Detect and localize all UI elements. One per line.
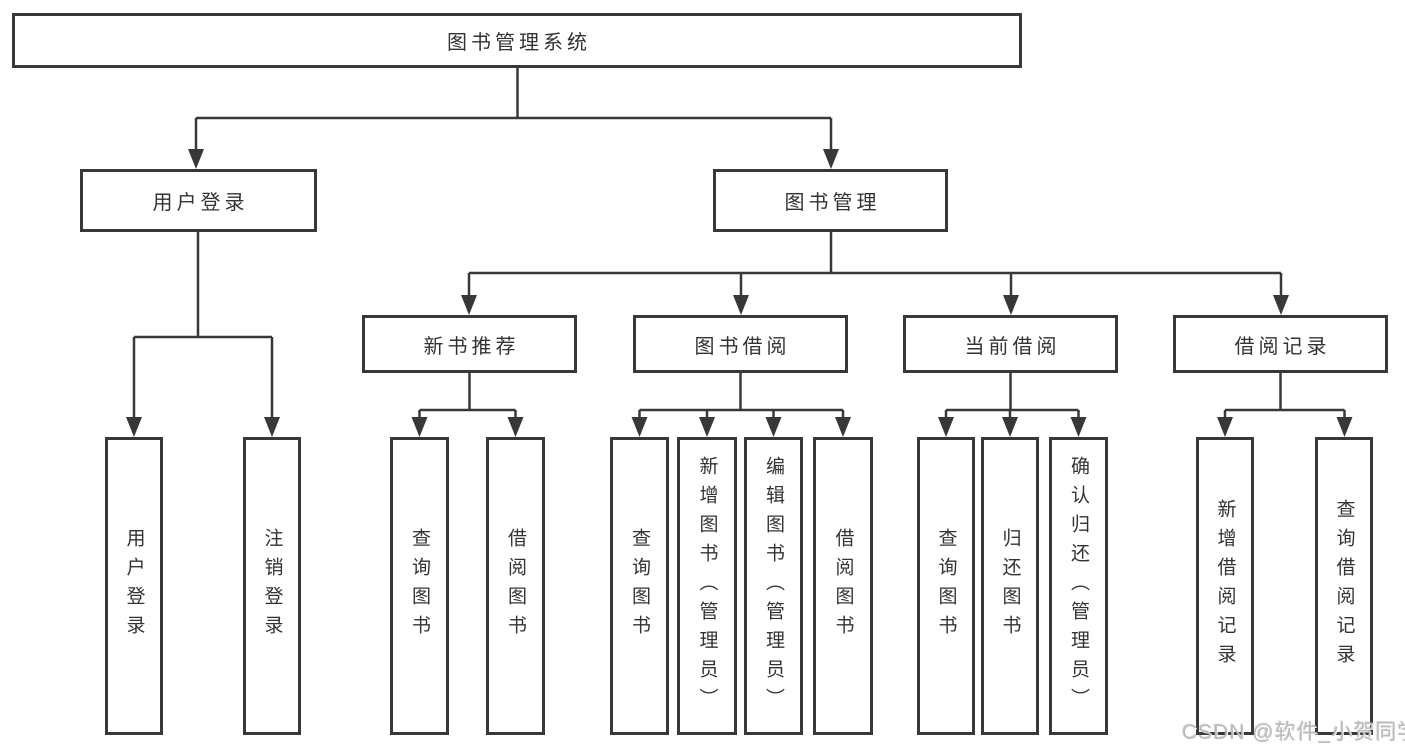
node-root-label: 图书管理系统: [447, 32, 591, 54]
node-leaf-cb-query-books: 查询图书: [917, 437, 975, 735]
node-leaf-br-query-record-label: 查询借阅记录: [1333, 499, 1355, 673]
node-current-borrowing-label: 当前借阅: [964, 335, 1061, 358]
connector-lines: [132, 68, 1346, 423]
node-borrowing-records-label: 借阅记录: [1234, 335, 1331, 358]
node-book-borrowing: 图书借阅: [633, 315, 848, 373]
node-new-book-recommendation-label: 新书推荐: [423, 335, 520, 358]
node-leaf-bb-query-books-label: 查询图书: [629, 528, 650, 644]
node-user-login: 用户登录: [80, 169, 317, 232]
node-leaf-bb-edit-books-admin-label: 编辑图书（管理员）: [763, 455, 784, 717]
node-user-login-label: 用户登录: [152, 192, 249, 214]
node-leaf-cb-confirm-return-admin-label: 确认归还（管理员）: [1068, 455, 1089, 717]
node-leaf-user-login-label: 用户登录: [123, 528, 145, 644]
node-book-management: 图书管理: [713, 169, 948, 232]
node-leaf-nb-query-books: 查询图书: [390, 437, 449, 735]
node-current-borrowing: 当前借阅: [903, 315, 1118, 373]
node-leaf-br-query-record: 查询借阅记录: [1315, 437, 1373, 735]
node-leaf-bb-query-books: 查询图书: [610, 437, 669, 735]
node-leaf-bb-add-books-admin-label: 新增图书（管理员）: [696, 455, 718, 717]
node-leaf-nb-borrow-books-label: 借阅图书: [505, 528, 526, 644]
node-leaf-bb-borrow-books: 借阅图书: [813, 437, 873, 735]
node-leaf-logout-label: 注销登录: [261, 528, 283, 644]
node-leaf-user-login: 用户登录: [105, 437, 163, 735]
node-new-book-recommendation: 新书推荐: [362, 315, 577, 373]
node-leaf-bb-edit-books-admin: 编辑图书（管理员）: [744, 437, 803, 735]
node-leaf-cb-return-books-label: 归还图书: [999, 528, 1021, 644]
node-leaf-nb-borrow-books: 借阅图书: [486, 437, 545, 735]
node-book-borrowing-label: 图书借阅: [694, 335, 791, 358]
node-leaf-logout: 注销登录: [243, 437, 301, 735]
node-leaf-nb-query-books-label: 查询图书: [409, 528, 430, 644]
node-book-management-label: 图书管理: [784, 192, 881, 214]
node-root-library-management-system: 图书管理系统: [12, 13, 1022, 68]
node-leaf-bb-borrow-books-label: 借阅图书: [832, 528, 854, 644]
node-leaf-cb-query-books-label: 查询图书: [935, 528, 957, 644]
node-borrowing-records: 借阅记录: [1173, 315, 1388, 373]
node-leaf-cb-return-books: 归还图书: [981, 437, 1039, 735]
watermark: CSDN @软件_小贺同学: [1182, 721, 1405, 744]
node-leaf-bb-add-books-admin: 新增图书（管理员）: [677, 437, 737, 735]
node-leaf-br-add-record: 新增借阅记录: [1196, 437, 1254, 735]
node-leaf-br-add-record-label: 新增借阅记录: [1214, 499, 1236, 673]
node-leaf-cb-confirm-return-admin: 确认归还（管理员）: [1049, 437, 1108, 735]
